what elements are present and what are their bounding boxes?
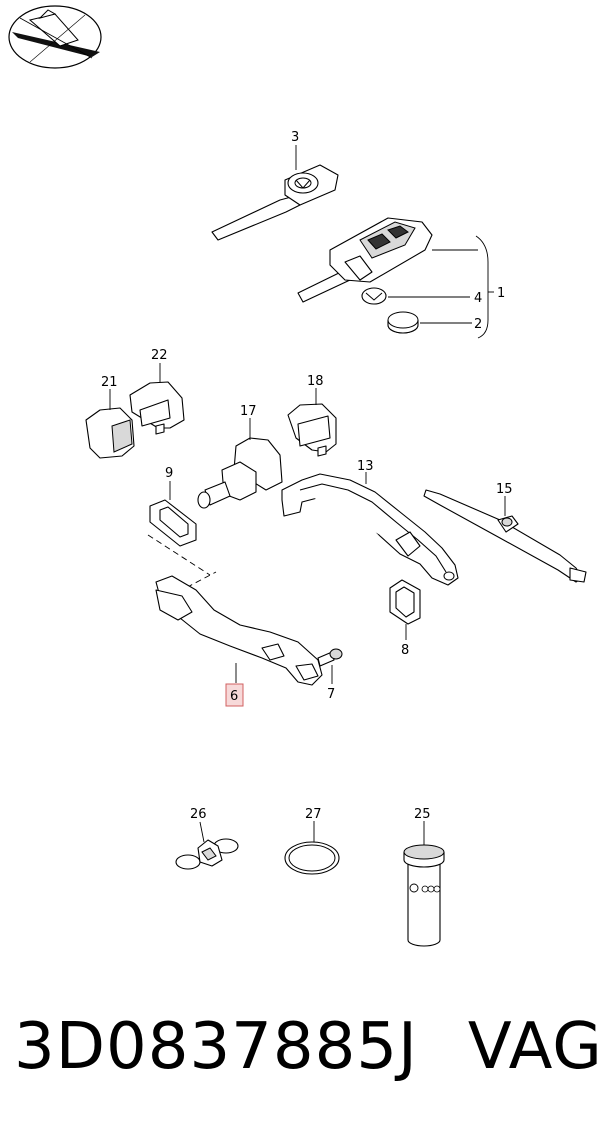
callout-6: 6 [230, 689, 238, 704]
lock-cylinder-part[interactable] [197, 418, 283, 509]
callout-9: 9 [165, 466, 173, 481]
door-handle-part[interactable] [281, 472, 459, 586]
callout-25: 25 [414, 807, 431, 822]
part-number-text: 3D0837885J [14, 1010, 418, 1084]
callout-15: 15 [496, 482, 513, 497]
cable-tie-part[interactable] [423, 489, 587, 583]
lock-ring-26-part[interactable] [175, 821, 239, 870]
callout-4: 4 [474, 291, 482, 306]
emblem-part[interactable] [361, 287, 470, 305]
callout-1: 1 [497, 286, 505, 301]
logo-icon [8, 5, 102, 69]
cover-cap-21-part[interactable] [85, 389, 135, 459]
callout-17: 17 [240, 404, 257, 419]
callout-7: 7 [327, 687, 335, 702]
highlighted-callout-box [225, 683, 244, 707]
screw-part[interactable] [317, 648, 343, 684]
gasket-8-part[interactable] [389, 579, 421, 640]
cover-cap-22-part[interactable] [129, 363, 185, 435]
callout-26: 26 [190, 807, 207, 822]
callout-13: 13 [357, 459, 374, 474]
battery-part[interactable] [387, 311, 472, 334]
callout-22: 22 [151, 348, 168, 363]
callout-2: 2 [474, 317, 482, 332]
cover-cap-18-part[interactable] [287, 388, 337, 457]
key-fob-part[interactable] [297, 217, 433, 303]
handle-bracket-part[interactable] [155, 575, 323, 686]
footer-part-number: 3D0837885J VAG [14, 1010, 600, 1084]
gasket-9-part[interactable] [149, 481, 197, 547]
callout-18: 18 [307, 374, 324, 389]
callout-8: 8 [401, 643, 409, 658]
brand-text: VAG [467, 1010, 600, 1084]
o-ring-part[interactable] [284, 821, 340, 875]
callout-27: 27 [305, 807, 322, 822]
callout-21: 21 [101, 375, 118, 390]
key-blade-part[interactable] [211, 145, 339, 241]
grease-tube-part[interactable] [403, 821, 445, 947]
callout-3: 3 [291, 130, 299, 145]
